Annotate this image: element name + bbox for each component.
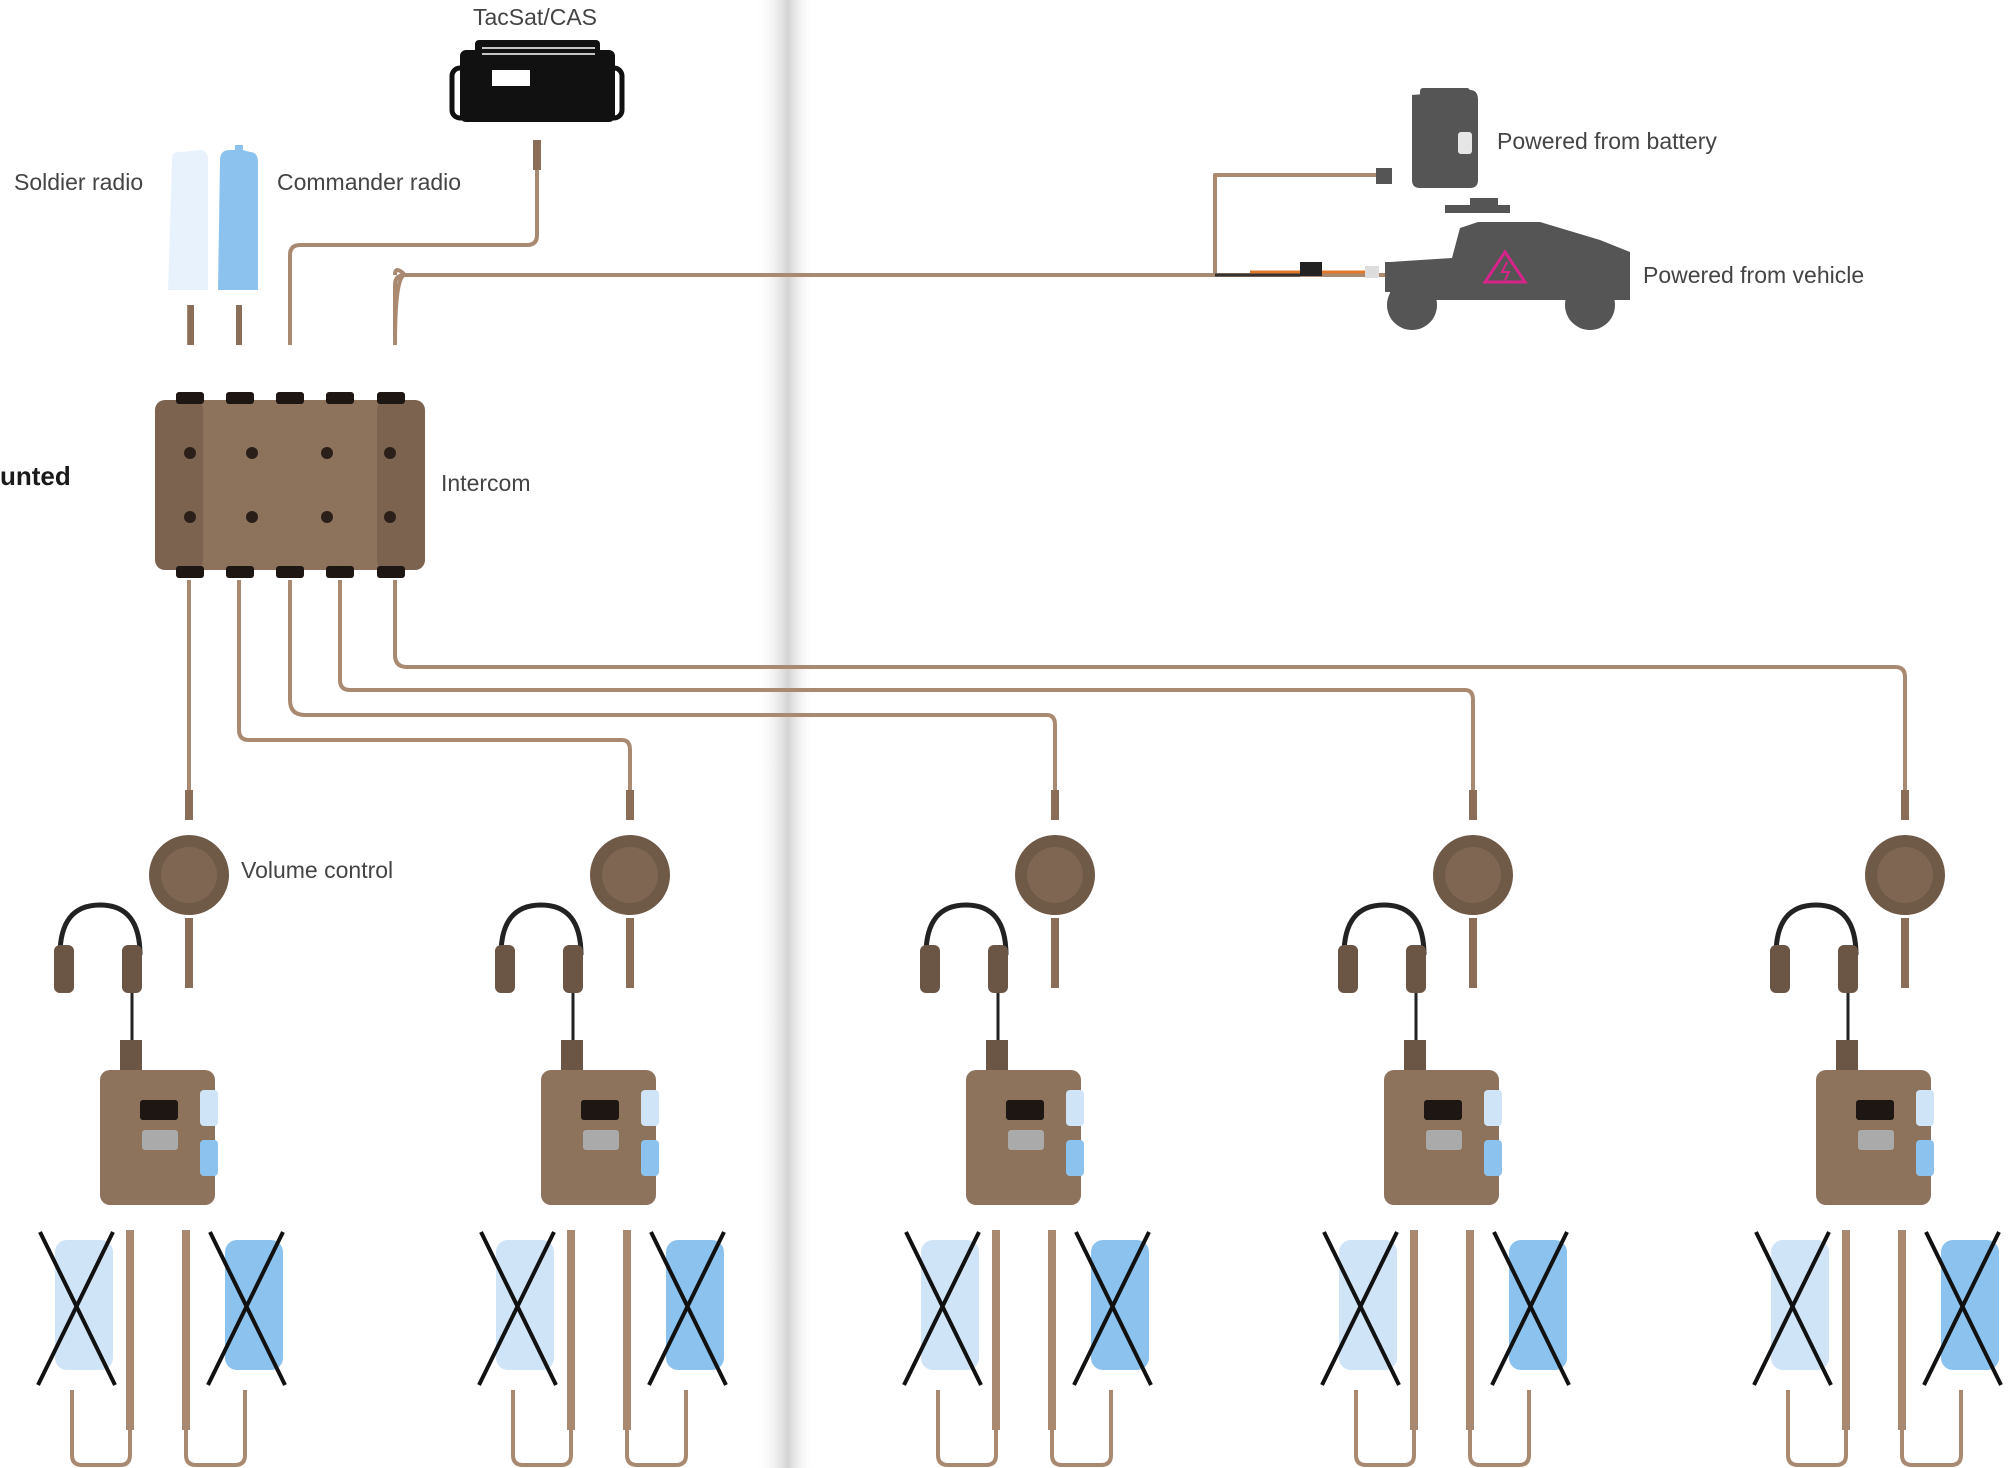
volume-knob-icon (1433, 790, 1513, 988)
cross-icon (477, 1231, 728, 1386)
commander-radio-icon (1091, 1240, 1149, 1370)
headset-icon (1770, 902, 1859, 1040)
page-fold (755, 0, 815, 1468)
soldier-radio-icon (168, 150, 208, 345)
volume-control-label: Volume control (241, 857, 393, 883)
commander-radio-icon (1509, 1240, 1567, 1370)
cross-icon (1320, 1231, 1571, 1386)
volume-knob-icon (1865, 790, 1945, 988)
intercom-label: Intercom (441, 470, 530, 496)
coiled-cable (936, 1230, 1113, 1467)
headset-icon (54, 902, 143, 1040)
control-unit-icon (541, 1040, 659, 1205)
tacsat-label: TacSat/CAS (473, 4, 597, 30)
commander-radio-icon (225, 1240, 283, 1370)
vehicle-label: Powered from vehicle (1643, 262, 1864, 288)
tacsat-radio-icon (449, 40, 625, 170)
volume-knob-icon (1015, 790, 1095, 988)
volume-knob-icon (149, 790, 229, 988)
commander-radio-label: Commander radio (277, 169, 461, 195)
cross-icon (902, 1231, 1153, 1386)
headset-icon (495, 902, 584, 1040)
control-unit-icon (100, 1040, 218, 1205)
control-unit-icon (1384, 1040, 1502, 1205)
coiled-cable (70, 1230, 247, 1467)
distribution-cables (187, 580, 1907, 810)
vehicle-icon (1385, 198, 1630, 330)
power-leads (1215, 168, 1392, 278)
operator-station (1320, 790, 1571, 1467)
operator-station (36, 790, 287, 1467)
battery-label: Powered from battery (1497, 128, 1717, 154)
coiled-cable (511, 1230, 688, 1467)
cross-icon (36, 1231, 287, 1386)
cross-icon (1752, 1231, 2003, 1386)
soldier-radio-icon (921, 1240, 979, 1370)
soldier-radio-label: Soldier radio (14, 169, 143, 195)
intercom-hub-icon (155, 392, 425, 578)
commander-radio-icon (218, 145, 258, 345)
control-unit-icon (966, 1040, 1084, 1205)
commander-radio-icon (666, 1240, 724, 1370)
soldier-radio-icon (55, 1240, 113, 1370)
battery-icon (1412, 88, 1478, 188)
commander-radio-icon (1941, 1240, 1999, 1370)
headset-icon (920, 902, 1009, 1040)
control-unit-icon (1816, 1040, 1934, 1205)
soldier-radio-icon (1771, 1240, 1829, 1370)
mode-label: unted (0, 461, 71, 491)
coiled-cable (1354, 1230, 1531, 1467)
coiled-cable (1786, 1230, 1963, 1467)
operator-station (1752, 790, 2003, 1467)
operator-station (477, 790, 728, 1467)
soldier-radio-icon (496, 1240, 554, 1370)
volume-knob-icon (590, 790, 670, 988)
headset-icon (1338, 902, 1427, 1040)
operator-station (902, 790, 1153, 1467)
soldier-radio-icon (1339, 1240, 1397, 1370)
